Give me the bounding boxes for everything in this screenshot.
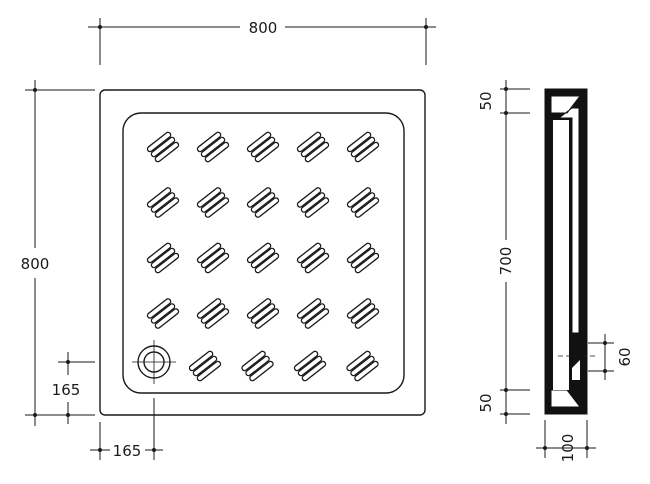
dimension-drain-offset-x-label: 165	[113, 442, 142, 460]
grip-groove-set	[146, 187, 180, 218]
dimension-profile-bottom-rim: 50	[477, 390, 530, 424]
grip-groove-set	[293, 350, 327, 382]
dimension-profile-top-rim: 50	[477, 80, 530, 122]
grip-groove-set	[346, 187, 380, 218]
grip-groove-set	[146, 242, 180, 274]
grip-groove-set	[246, 187, 280, 218]
dimension-drain-offset-y-label: 165	[52, 381, 81, 399]
grip-groove-set	[346, 131, 380, 163]
dimension-drain-offset-y: 165	[52, 352, 95, 424]
dimension-profile-bottom-rim-label: 50	[477, 393, 495, 412]
grip-groove-set	[296, 298, 330, 329]
plan-view	[99, 89, 426, 416]
grip-groove-set	[241, 350, 274, 382]
dimension-top-width: 800	[88, 18, 436, 65]
grip-groove-set	[296, 242, 330, 274]
grip-groove-set	[188, 350, 222, 382]
grip-groove-set	[196, 298, 230, 329]
grip-groove-set	[246, 131, 280, 163]
grip-groove-set	[196, 187, 230, 218]
dimension-drain-offset-x: 165	[90, 398, 163, 460]
dimension-profile-width-label: 100	[559, 434, 577, 463]
dimension-profile-width: 100	[536, 420, 596, 462]
grip-groove-set	[296, 131, 330, 163]
dimension-drain-depth-label: 60	[616, 347, 634, 366]
grip-groove-set	[196, 131, 230, 163]
grip-groove-set	[246, 298, 280, 329]
dimension-profile-top-rim-label: 50	[477, 91, 495, 110]
grip-groove-set	[246, 242, 280, 274]
dimension-profile-inner-label: 700	[497, 247, 515, 276]
grip-groove-set	[346, 298, 380, 329]
dimension-drain-depth: 60	[588, 334, 634, 380]
anti-slip-grip-pattern	[146, 131, 380, 382]
dimension-top-width-label: 800	[249, 19, 278, 37]
grip-groove-set	[346, 350, 379, 382]
drain-icon	[132, 340, 176, 384]
dimension-left-height: 800	[21, 80, 95, 426]
grip-groove-set	[346, 242, 380, 274]
profile-section-view	[544, 88, 598, 415]
grip-groove-set	[146, 131, 180, 163]
dimension-left-height-label: 800	[21, 255, 50, 273]
grip-groove-set	[296, 187, 330, 218]
grip-groove-set	[196, 242, 230, 274]
grip-groove-set	[146, 298, 180, 329]
dimension-profile-inner: 700	[497, 113, 530, 392]
